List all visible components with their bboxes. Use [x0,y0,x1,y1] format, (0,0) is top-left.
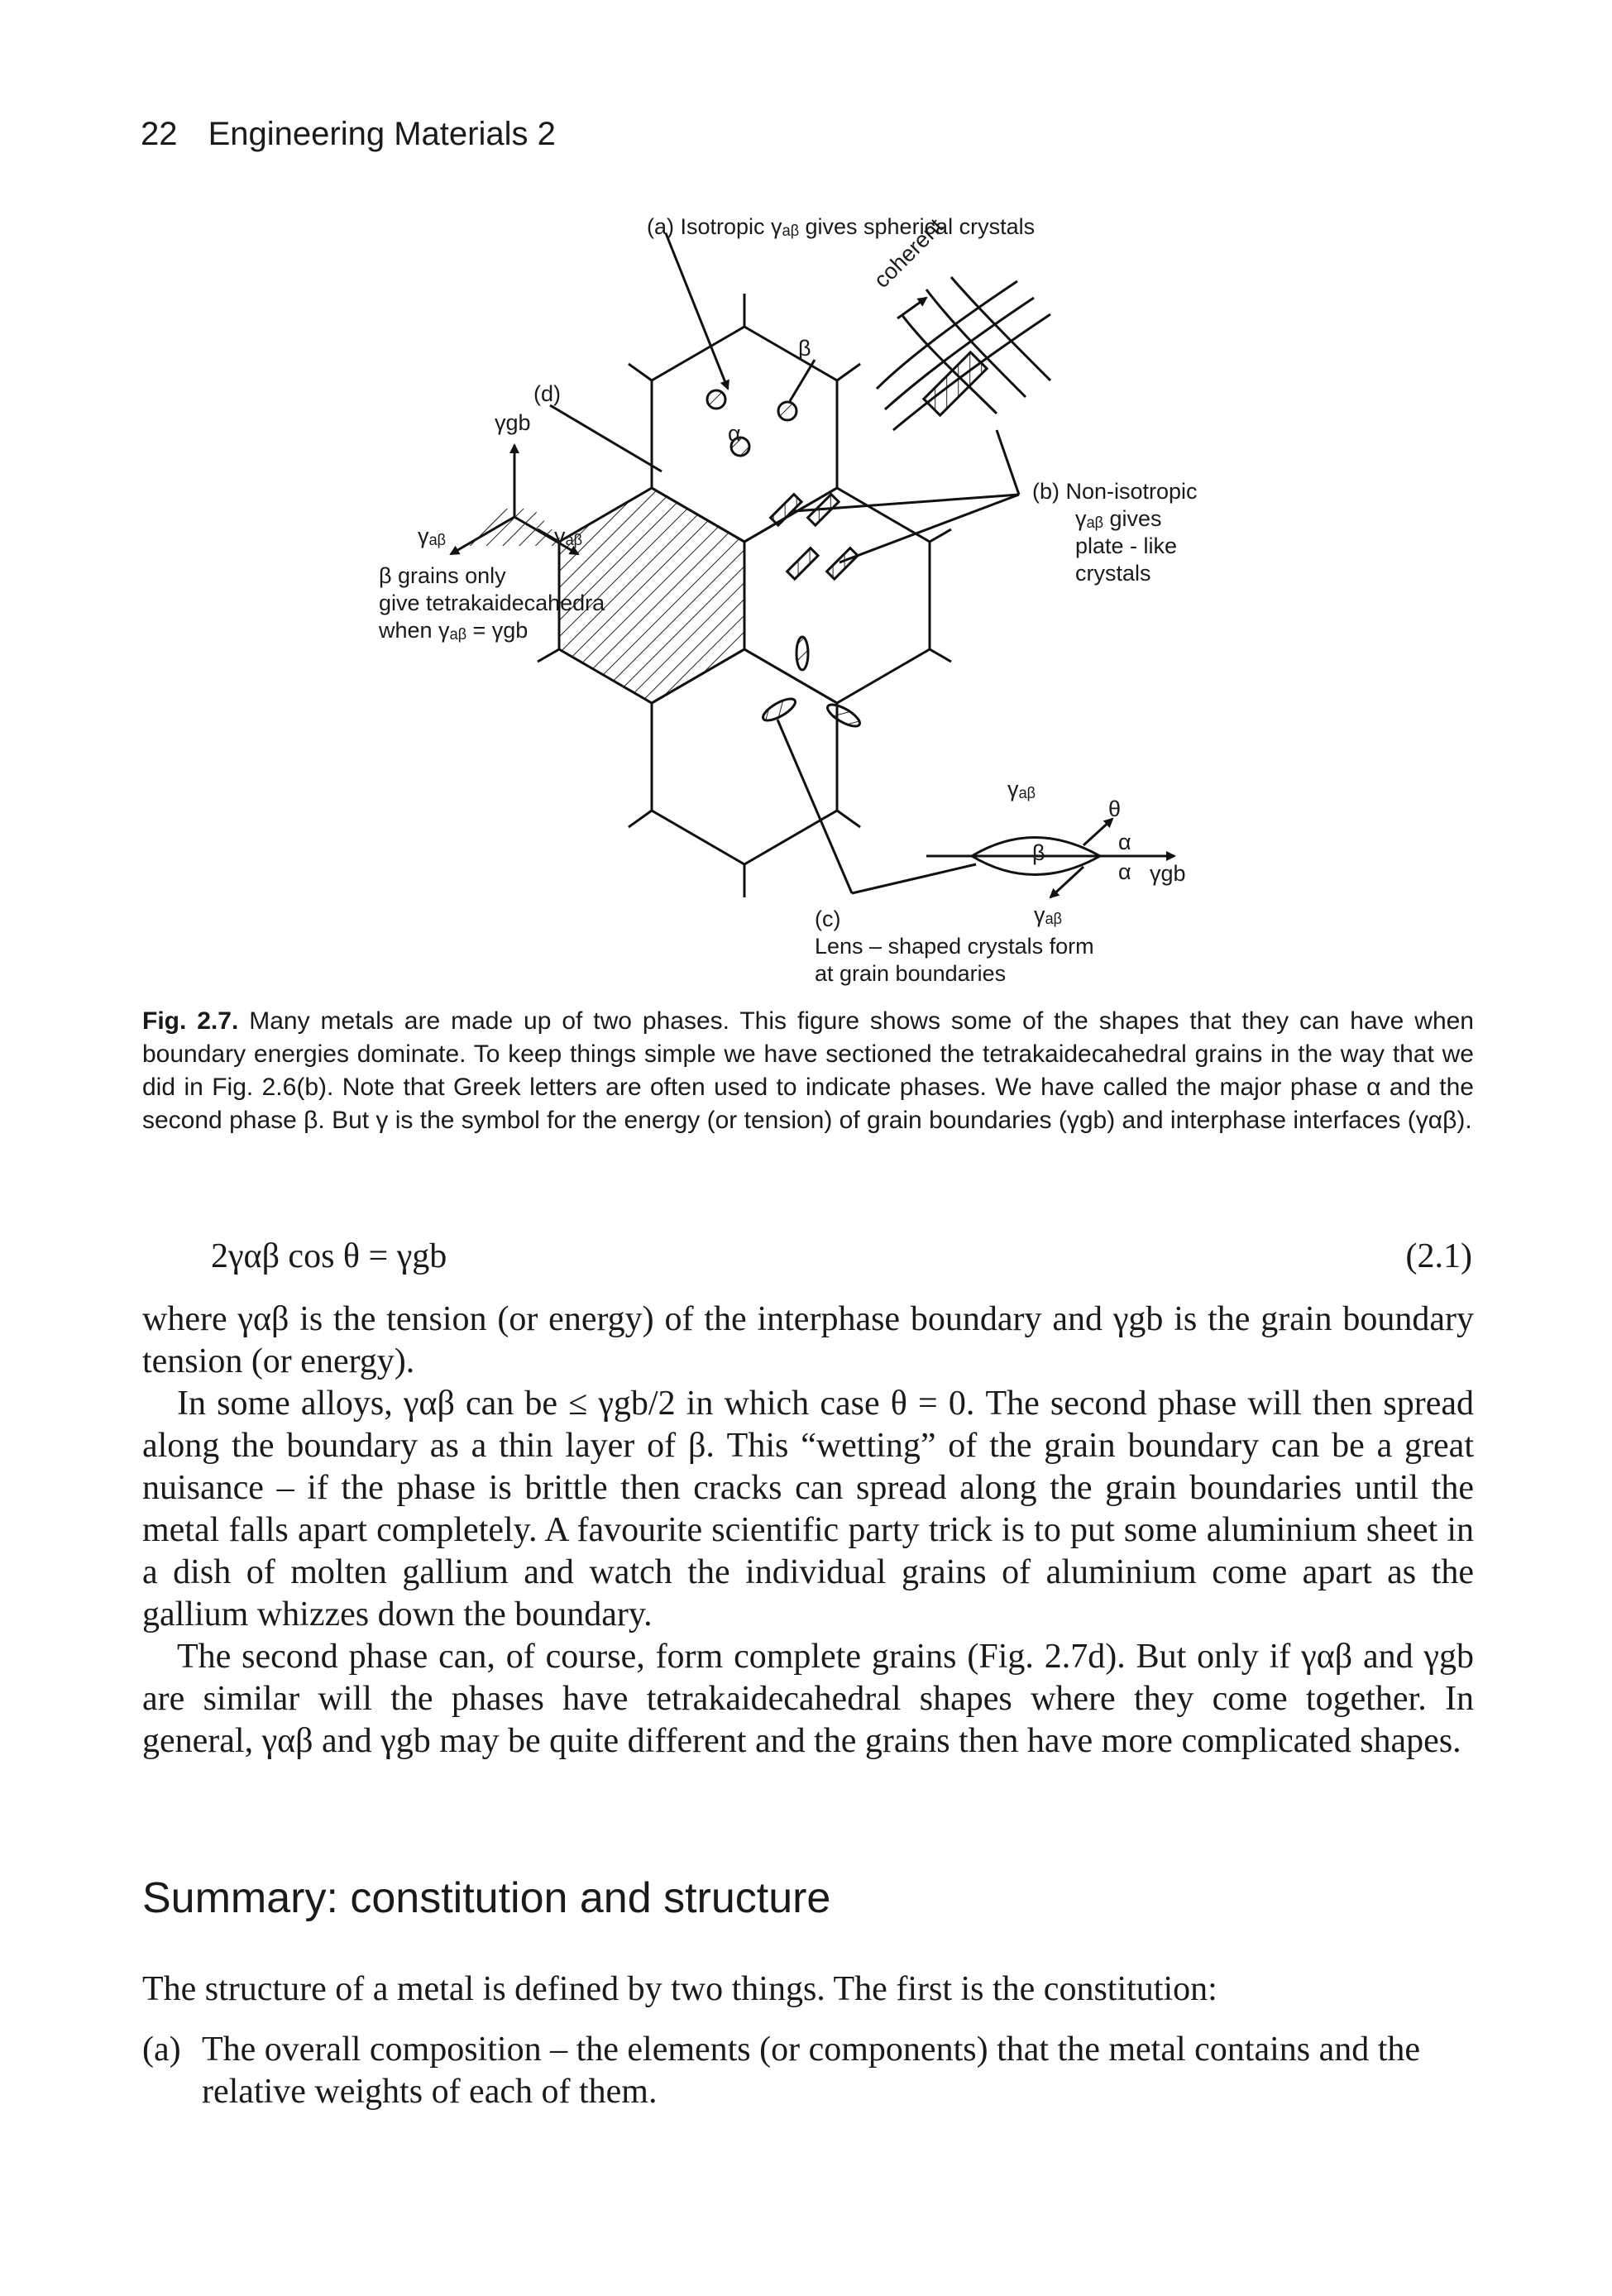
summary-section: The structure of a metal is defined by t… [142,1968,1474,2113]
plate-3 [785,546,820,581]
list-item-text: The overall composition – the elements (… [202,2031,1421,2111]
equation-2-1: 2γαβ cos θ = γgb (2.1) [211,1236,1472,1276]
plate-1 [768,492,804,528]
inset-d-gamma-left: γₐᵦ [418,524,446,548]
lens-alpha-top: α [1118,830,1131,854]
grain-diagram [449,232,1176,899]
paragraph-1: where γαβ is the tension (or energy) of … [142,1300,1474,1380]
inset-d-gamma-gb: γgb [495,410,531,435]
lens-theta: θ [1108,796,1122,821]
label-d: (d) [533,381,561,406]
label-c: (c) Lens – shaped crystals form at grain… [815,906,1094,986]
running-title: Engineering Materials 2 [208,116,556,152]
sphere-3 [729,436,751,457]
list-marker: (a) [142,2031,181,2069]
figure-caption: Fig. 2.7. Many metals are made up of two… [142,1005,1474,1137]
lens-2 [826,703,861,728]
lens-1 [795,635,810,672]
lens-alpha-bottom: α [1118,859,1131,884]
caption-fig-number: Fig. 2.7. [142,1007,239,1035]
equation-text: 2γαβ cos θ = γgb [211,1237,447,1275]
body-text: where γαβ is the tension (or energy) of … [142,1299,1474,1763]
label-beta: β [798,336,811,361]
inset-d-gamma-right: γₐᵦ [554,524,582,548]
label-alpha: α [728,421,741,446]
sphere-1 [706,389,727,410]
running-head: 22 Engineering Materials 2 [141,116,556,153]
plate-4 [825,546,860,581]
summary-intro: The structure of a metal is defined by t… [142,1970,1217,2008]
sphere-2 [777,400,798,422]
label-b: (b) Non-isotropic γₐᵦ gives plate - like… [1032,479,1198,586]
lens-gamma-top: γₐᵦ [1007,777,1036,801]
label-d-text: β grains only give tetrakaidecahedra whe… [379,563,605,643]
caption-text: Many metals are made up of two phases. T… [142,1007,1474,1134]
lens-gamma-bottom: γₐᵦ [1034,902,1062,927]
list-item-a: (a) The overall composition – the elemen… [142,2029,1474,2113]
lens-3 [762,697,796,722]
lens-beta: β [1032,840,1045,865]
label-a: (a) Isotropic γₐᵦ gives spherical crysta… [647,214,1036,239]
lens-gamma-gb: γgb [1150,861,1186,886]
paragraph-3: The second phase can, of course, form co… [142,1638,1474,1760]
page-number: 22 [141,116,178,152]
paragraph-2: In some alloys, γαβ can be ≤ γgb/2 in wh… [142,1385,1474,1634]
equation-number: (2.1) [1405,1237,1472,1275]
section-heading: Summary: constitution and structure [142,1874,831,1922]
figure-2-7: (a) Isotropic γₐᵦ gives spherical crysta… [0,0,1612,993]
